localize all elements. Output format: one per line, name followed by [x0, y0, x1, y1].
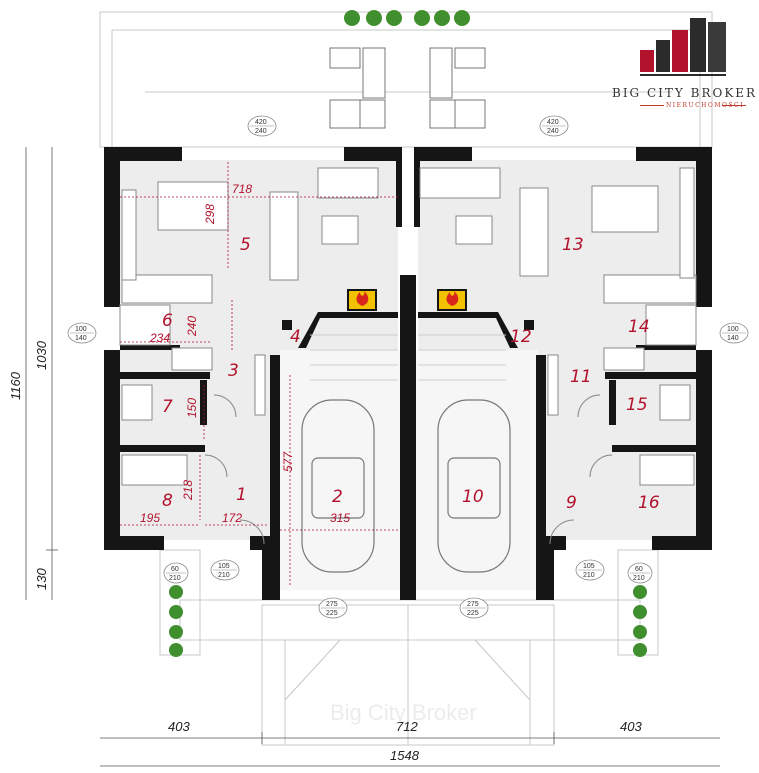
dim-bottom-total: 1548: [390, 748, 420, 763]
dim-218: 218: [181, 480, 195, 501]
dim-718: 718: [232, 182, 252, 196]
logo-divider-right: [722, 105, 746, 106]
side-door-left-height: 210: [169, 575, 181, 582]
walls: [104, 147, 712, 600]
dim-172: 172: [222, 511, 242, 525]
room-label-14: 14: [628, 317, 650, 337]
door-right-width: 105: [583, 563, 595, 570]
watermark: Big City Broker: [330, 700, 477, 725]
dim-left-lower: 130: [34, 568, 49, 590]
door-left-height: 210: [218, 572, 230, 579]
interior-dimension-lines: [120, 162, 400, 585]
door-swings: [204, 394, 613, 545]
logo-icon: [640, 18, 726, 76]
logo-title: BIG CITY BROKER: [612, 86, 758, 100]
side-door-right-height: 210: [633, 575, 645, 582]
dim-bottom-left: 403: [168, 719, 190, 734]
window-side-right-width: 100: [727, 326, 739, 333]
room-label-1: 1: [236, 485, 247, 505]
window-side-left-width: 100: [75, 326, 87, 333]
stair-treads: [310, 334, 506, 381]
room-labels: 1 2 3 4 5 6 7 8 9 10 11 12 13 14 15 16: [162, 235, 660, 513]
room-label-13: 13: [562, 235, 584, 255]
fireplace-icon: [347, 289, 467, 311]
dim-left-total: 1160: [8, 371, 23, 400]
side-door-left-width: 60: [171, 566, 179, 573]
dim-bottom-mid: 712: [396, 719, 418, 734]
logo-subtitle: NIERUCHOMOŚCI: [666, 102, 744, 109]
dim-577: 577: [281, 451, 295, 472]
room-label-4: 4: [290, 327, 301, 347]
door-left-width: 105: [218, 563, 230, 570]
car-icon: [301, 399, 511, 573]
room-label-3: 3: [228, 361, 239, 381]
room-label-15: 15: [626, 395, 648, 415]
window-side-left-height: 140: [75, 335, 87, 342]
room-label-8: 8: [162, 491, 173, 511]
dim-bottom-right: 403: [620, 719, 642, 734]
window-top-right-width: 420: [547, 119, 559, 126]
room-label-5: 5: [240, 235, 251, 255]
outer-dimensions: 403 712 403 1548 1160 1030 130: [8, 340, 642, 763]
dim-150: 150: [185, 398, 199, 418]
window-marker-labels: 420 240 420 240 100 140 100 140 105 210 …: [75, 119, 739, 617]
side-door-right-width: 60: [635, 566, 643, 573]
interior-dimensions: 718 298 240 234 150 218 195 172 577 315: [140, 182, 350, 525]
window-side-right-height: 140: [727, 335, 739, 342]
room-label-6: 6: [162, 311, 173, 331]
room-label-2: 2: [332, 487, 343, 507]
gate-right-height: 225: [467, 610, 479, 617]
stairs: [298, 312, 518, 348]
room-label-11: 11: [570, 367, 592, 387]
terrace-furniture: [329, 47, 486, 129]
gate-right-width: 275: [467, 601, 479, 608]
room-label-10: 10: [462, 487, 484, 507]
dim-240: 240: [185, 316, 199, 337]
gate-left-height: 225: [326, 610, 338, 617]
door-right-height: 210: [583, 572, 595, 579]
room-label-9: 9: [566, 493, 577, 513]
living-furniture: [119, 167, 697, 486]
logo-divider: [640, 105, 664, 106]
room-label-16: 16: [638, 493, 660, 513]
outer-dimension-lines: [25, 147, 720, 767]
window-marker-dividers: [70, 125, 746, 609]
room-label-7: 7: [162, 397, 173, 417]
dim-left-upper: 1030: [34, 340, 49, 370]
dim-195: 195: [140, 511, 160, 525]
window-top-left-height: 240: [255, 128, 267, 135]
dim-234: 234: [149, 331, 170, 345]
window-top-left-width: 420: [255, 119, 267, 126]
dim-315: 315: [330, 511, 350, 525]
window-top-right-height: 240: [547, 128, 559, 135]
room-label-12: 12: [510, 327, 532, 347]
site-outline: [99, 11, 713, 746]
gate-left-width: 275: [326, 601, 338, 608]
dim-298: 298: [203, 204, 217, 225]
